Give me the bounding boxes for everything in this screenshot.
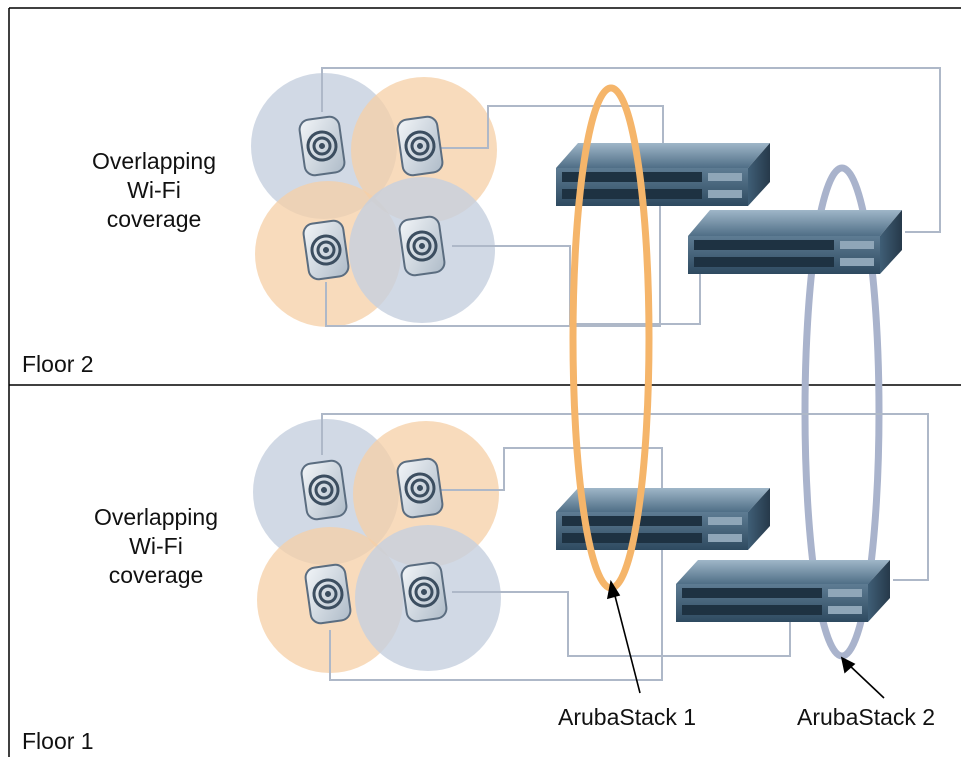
arrow-to-arubastack-1 (606, 579, 641, 694)
access-point-icon (302, 219, 350, 281)
floor-2-label: Floor 2 (22, 351, 94, 377)
floor-1-coverage (253, 419, 501, 673)
access-point-icon (304, 563, 352, 625)
floor-2-coverage (251, 73, 497, 327)
access-point-icon (396, 115, 444, 177)
access-point-icon (300, 459, 348, 521)
access-point-icon (396, 457, 444, 519)
coverage-line: coverage (108, 562, 204, 588)
switch (676, 560, 890, 622)
coverage-line: Wi-Fi (129, 533, 183, 559)
floor-1-coverage-label: Overlapping Wi-Fi coverage (61, 503, 251, 590)
access-point-icon (298, 115, 346, 177)
floor-2-coverage-label: Overlapping Wi-Fi coverage (59, 147, 249, 234)
access-point-icon (400, 561, 448, 623)
access-point-icon (398, 215, 446, 277)
floor-1-label: Floor 1 (22, 728, 94, 754)
coverage-line: Overlapping (93, 504, 219, 530)
coverage-line: Wi-Fi (127, 177, 181, 203)
floor-2-cables (321, 67, 941, 327)
coverage-line: coverage (106, 206, 202, 232)
arrow-to-arubastack-2 (840, 656, 885, 699)
arubastack-2-label: ArubaStack 2 (797, 704, 936, 730)
switch (556, 143, 770, 206)
arubastack-1-label: ArubaStack 1 (558, 704, 697, 730)
floor-1-cables (321, 413, 929, 681)
switch (688, 210, 902, 274)
arubastack-2-ring (801, 164, 883, 660)
coverage-line: Overlapping (91, 148, 217, 174)
